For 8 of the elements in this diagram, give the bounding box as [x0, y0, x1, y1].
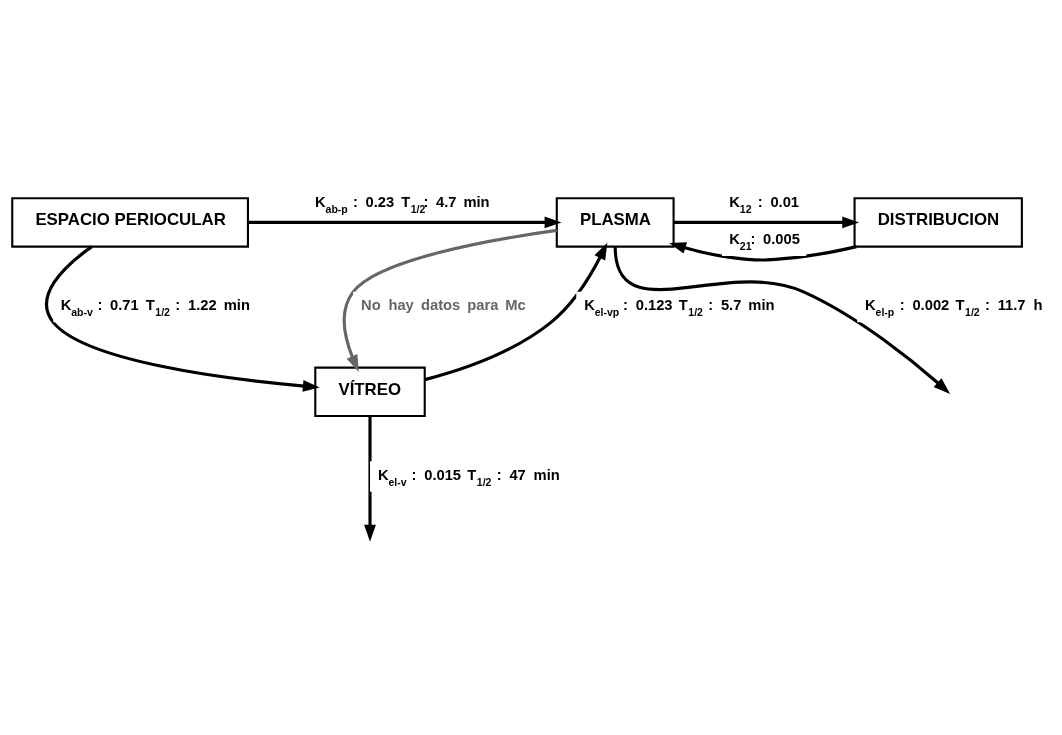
edge-label: K$_{21}$: 0.005: [729, 230, 800, 252]
edge-label: K$_{el-vp}$ : 0.123 T$_{1/2}$ : 5.7 min: [584, 296, 775, 318]
edge-label: K$_{ab-v}$ : 0.71 T$_{1/2}$ : 1.22 min: [60, 296, 250, 318]
edge-label: No hay datos para Mc: [361, 296, 526, 313]
edge-label: K$_{el-v}$ : 0.015 T$_{1/2}$ : 47 min: [377, 466, 560, 488]
edge-label: K$_{ab-p}$ : 0.23 T$_{1/2}$: 4.7 min: [315, 193, 490, 215]
edge-label: K$_{12}$ : 0.01: [729, 193, 800, 215]
edge-label: K$_{el-p}$ : 0.002 T$_{1/2}$ : 11.7 h: [865, 296, 1043, 318]
